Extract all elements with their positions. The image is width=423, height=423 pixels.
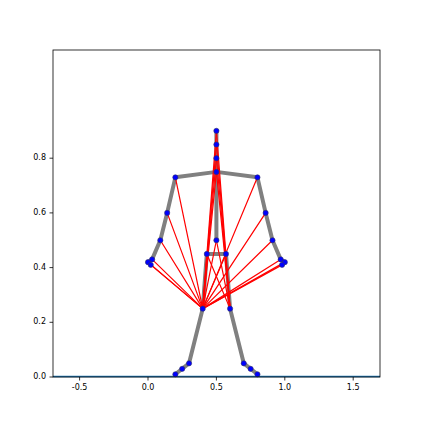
skeleton-bone — [167, 177, 175, 213]
skeleton-bone — [230, 309, 244, 364]
skeleton-bone — [272, 240, 280, 259]
tick-label: 0.0 — [142, 384, 155, 392]
joint-dot — [227, 306, 232, 311]
tick-label: 1.0 — [278, 384, 291, 392]
joint-dot — [214, 156, 219, 161]
attention-line — [151, 265, 203, 309]
joint-dot — [214, 128, 219, 133]
joint-dot — [255, 175, 260, 180]
attention-line — [203, 259, 281, 308]
tick-marks — [50, 158, 354, 380]
joint-dot — [270, 238, 275, 243]
attention-line — [203, 262, 285, 308]
attention-line — [160, 240, 202, 308]
attention-line — [203, 240, 217, 308]
attention-line — [203, 145, 217, 309]
tick-label: 0.6 — [33, 209, 46, 217]
skeleton-bone — [152, 240, 160, 259]
axes-frame — [53, 50, 380, 377]
attention-line — [152, 259, 203, 308]
joint-dot — [223, 251, 228, 256]
tick-label: -0.5 — [72, 384, 88, 392]
joint-dot — [255, 372, 260, 377]
skeleton-bone — [216, 172, 257, 177]
skeleton-bone — [160, 213, 167, 240]
joint-dot — [214, 142, 219, 147]
joint-dot — [165, 210, 170, 215]
tick-label: 0.0 — [33, 373, 46, 381]
attention-line — [216, 145, 230, 309]
skeleton-bone — [189, 309, 203, 364]
attention-line — [216, 240, 230, 308]
tick-label: 0.8 — [33, 154, 46, 162]
joint-dot — [248, 366, 253, 371]
skeleton-bone — [266, 213, 273, 240]
attention-line — [216, 158, 230, 308]
joint-dot — [158, 238, 163, 243]
attention-line — [203, 254, 226, 309]
attention-line — [203, 177, 258, 308]
joint-dot — [214, 238, 219, 243]
attention-line — [203, 213, 266, 309]
joint-dot — [200, 306, 205, 311]
joint-dot — [241, 361, 246, 366]
tick-label: 1.5 — [347, 384, 360, 392]
skeleton-bone — [257, 177, 265, 213]
joint-dot — [173, 372, 178, 377]
joint-dot — [180, 366, 185, 371]
joint-dot — [279, 262, 284, 267]
joint-dot — [148, 262, 153, 267]
attention-line — [203, 158, 217, 308]
tick-label: 0.4 — [33, 264, 46, 272]
joint-dot — [214, 169, 219, 174]
tick-label: 0.5 — [210, 384, 223, 392]
joint-dot — [204, 251, 209, 256]
attention-line — [207, 254, 230, 309]
attention-line — [148, 262, 203, 308]
tick-label: 0.2 — [33, 318, 46, 326]
joint-dot — [263, 210, 268, 215]
joint-dot — [186, 361, 191, 366]
skeleton-bone — [175, 172, 216, 177]
joint-dot — [173, 175, 178, 180]
